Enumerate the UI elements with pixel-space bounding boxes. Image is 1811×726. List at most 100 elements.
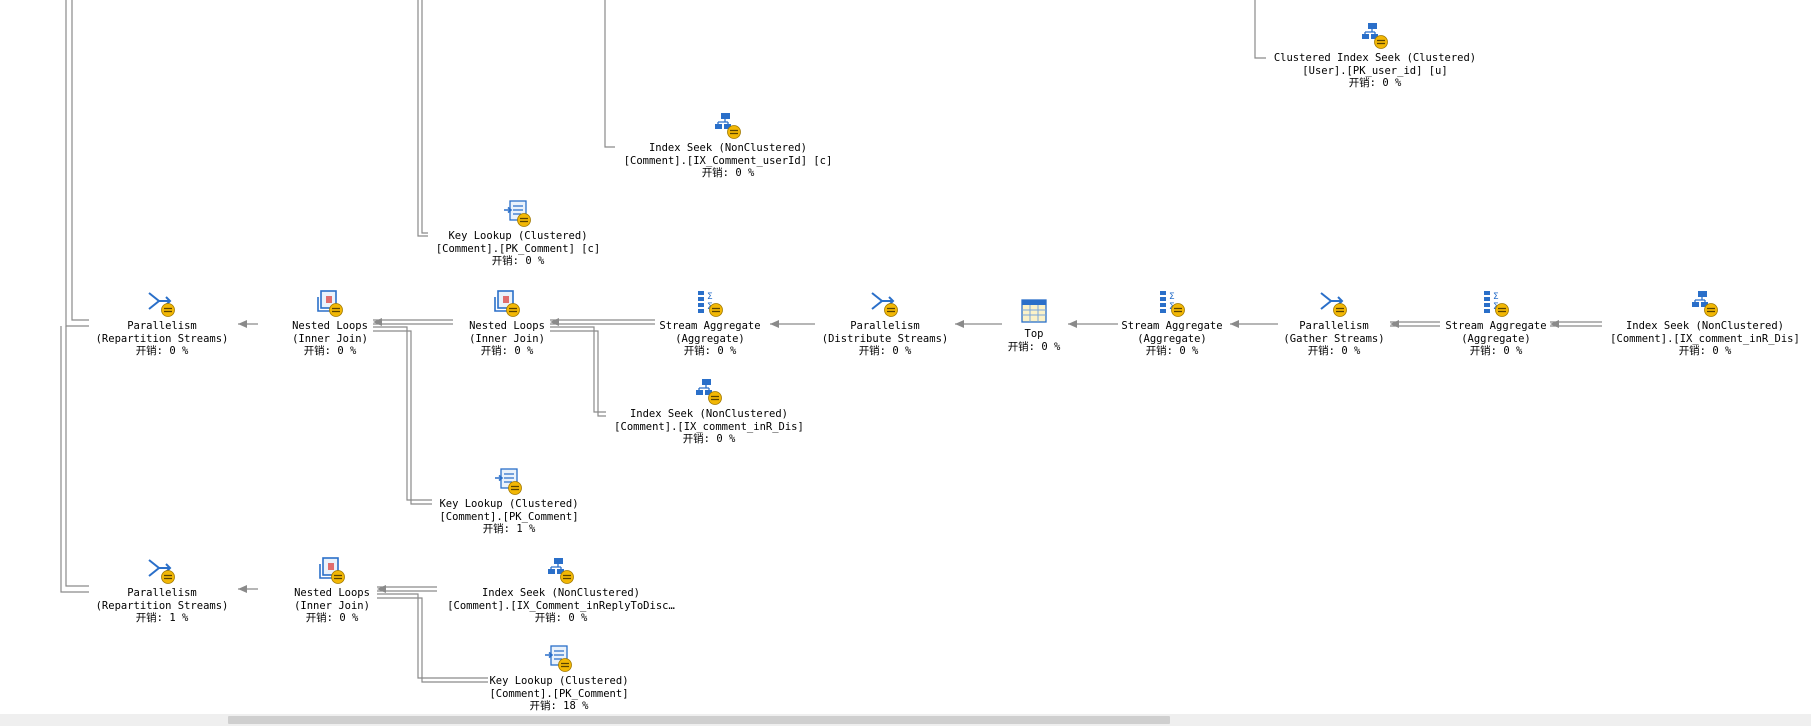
plan-node-par-repart-1[interactable]: Parallelism(Repartition Streams)开销: 0 % bbox=[32, 288, 292, 358]
parallelism-icon bbox=[147, 288, 177, 318]
node-operator-name: Nested Loops bbox=[469, 320, 545, 332]
plan-node-par-repart-2[interactable]: Parallelism(Repartition Streams)开销: 1 % bbox=[32, 555, 292, 625]
node-operator-detail: (Distribute Streams) bbox=[821, 332, 949, 345]
node-operator-detail: (Aggregate) bbox=[1461, 332, 1531, 345]
index-seek-icon bbox=[694, 376, 724, 406]
cost-label: 开销: bbox=[480, 345, 509, 357]
node-operator-detail: (Repartition Streams) bbox=[95, 599, 229, 612]
stream-aggregate-icon: ΣΣ bbox=[1481, 288, 1511, 318]
cost-label: 开销: bbox=[1007, 340, 1036, 353]
node-cost: 开销: 0 % bbox=[580, 345, 840, 358]
cost-label: 开销: bbox=[135, 612, 164, 624]
key-lookup-icon bbox=[503, 198, 533, 228]
node-cost: 开销: 0 % bbox=[1204, 345, 1464, 358]
cost-value: 0 % bbox=[514, 345, 534, 357]
node-operator-detail: (Inner Join) bbox=[292, 332, 368, 345]
node-operator-name: Stream Aggregate bbox=[1121, 320, 1223, 332]
cost-value: 0 % bbox=[735, 167, 755, 179]
cost-label: 开销: bbox=[305, 612, 334, 624]
node-operator-detail: [Comment].[PK_Comment] [c] bbox=[435, 242, 601, 255]
node-cost: 开销: 18 % bbox=[429, 700, 689, 713]
plan-node-keylookup-bottom[interactable]: Key Lookup (Clustered)[Comment].[PK_Comm… bbox=[429, 643, 689, 713]
plan-node-seek-comment-userid[interactable]: Index Seek (NonClustered)[Comment].[IX_C… bbox=[598, 110, 858, 180]
plan-node-ci-seek-user[interactable]: Clustered Index Seek (Clustered)[User].[… bbox=[1245, 20, 1505, 90]
cost-value: 0 % bbox=[339, 612, 359, 624]
plan-node-keylookup-c[interactable]: Key Lookup (Clustered)[Comment].[PK_Comm… bbox=[388, 198, 648, 268]
node-operator-name: Clustered Index Seek (Clustered) bbox=[1273, 52, 1477, 64]
node-operator-detail: [Comment].[PK_Comment] bbox=[489, 687, 629, 700]
cost-value: 0 % bbox=[717, 345, 737, 357]
parallelism-icon bbox=[870, 288, 900, 318]
plan-node-stream-agg-3[interactable]: ΣΣ Stream Aggregate(Aggregate)开销: 0 % bbox=[1366, 288, 1626, 358]
node-operator-name: Index Seek (NonClustered) bbox=[629, 408, 789, 420]
node-cost: 开销: 0 % bbox=[388, 255, 648, 268]
node-operator-detail: (Repartition Streams) bbox=[95, 332, 229, 345]
plan-node-nl-3[interactable]: Nested Loops(Inner Join)开销: 0 % bbox=[202, 555, 462, 625]
scrollbar-thumb[interactable] bbox=[228, 716, 1170, 724]
cost-label: 开销: bbox=[683, 345, 712, 357]
cost-label: 开销: bbox=[1469, 345, 1498, 357]
cost-value: 0 % bbox=[169, 345, 189, 357]
plan-node-nl-2[interactable]: Nested Loops(Inner Join)开销: 0 % bbox=[377, 288, 637, 358]
cost-value: 0 % bbox=[1341, 345, 1361, 357]
parallelism-icon bbox=[1319, 288, 1349, 318]
cost-label: 开销: bbox=[529, 700, 557, 712]
cost-value: 0 % bbox=[525, 255, 545, 267]
node-operator-detail: (Aggregate) bbox=[675, 332, 745, 345]
cost-label: 开销: bbox=[303, 345, 332, 357]
node-cost: 开销: 0 % bbox=[202, 612, 462, 625]
node-operator-name: Stream Aggregate bbox=[1445, 320, 1547, 332]
plan-node-seek-inr-dis-mid[interactable]: Index Seek (NonClustered)[Comment].[IX_c… bbox=[579, 376, 839, 446]
node-operator-detail: [Comment].[IX_Comment_inReplyToDisc… bbox=[447, 599, 675, 612]
plan-node-seek-inreply[interactable]: Index Seek (NonClustered)[Comment].[IX_C… bbox=[431, 555, 691, 625]
node-operator-detail: [Comment].[IX_Comment_userId] [c] bbox=[623, 154, 833, 167]
node-operator-name: Parallelism bbox=[127, 587, 197, 599]
cost-label: 开销: bbox=[1307, 345, 1336, 357]
node-operator-name: Key Lookup (Clustered) bbox=[439, 498, 579, 510]
node-operator-detail: (Aggregate) bbox=[1137, 332, 1207, 345]
index-seek-icon bbox=[1360, 20, 1390, 50]
node-cost: 开销: 0 % bbox=[1042, 345, 1302, 358]
node-cost: 开销: 1 % bbox=[379, 523, 639, 536]
cost-value: 18 % bbox=[563, 700, 589, 712]
plan-node-nl-1[interactable]: Nested Loops(Inner Join)开销: 0 % bbox=[200, 288, 460, 358]
node-operator-name: Index Seek (NonClustered) bbox=[648, 142, 808, 154]
node-cost: 开销: 0 % bbox=[755, 345, 1015, 358]
plan-node-stream-agg-2[interactable]: ΣΣ Stream Aggregate(Aggregate)开销: 0 % bbox=[1042, 288, 1302, 358]
node-operator-detail: (Inner Join) bbox=[294, 599, 370, 612]
node-operator-name: Index Seek (NonClustered) bbox=[481, 587, 641, 599]
node-cost: 开销: 0 % bbox=[32, 345, 292, 358]
plan-node-keylookup-mid[interactable]: Key Lookup (Clustered)[Comment].[PK_Comm… bbox=[379, 466, 639, 536]
key-lookup-icon bbox=[494, 466, 524, 496]
horizontal-scrollbar[interactable] bbox=[0, 714, 1811, 726]
cost-value: 0 % bbox=[716, 433, 736, 445]
plan-node-seek-inr-dis-right[interactable]: Index Seek (NonClustered)[Comment].[IX_c… bbox=[1575, 288, 1811, 358]
node-operator-name: Nested Loops bbox=[294, 587, 370, 599]
cost-value: 0 % bbox=[1712, 345, 1732, 357]
stream-aggregate-icon: ΣΣ bbox=[1157, 288, 1187, 318]
index-seek-icon bbox=[546, 555, 576, 585]
svg-text:Σ: Σ bbox=[1493, 292, 1499, 302]
cost-label: 开销: bbox=[682, 433, 711, 445]
cost-value: 0 % bbox=[1382, 77, 1402, 89]
cost-label: 开销: bbox=[701, 167, 730, 179]
node-cost: 开销: 1 % bbox=[32, 612, 292, 625]
plan-node-stream-agg-1[interactable]: ΣΣStream Aggregate(Aggregate)开销: 0 % bbox=[580, 288, 840, 358]
cost-label: 开销: bbox=[491, 255, 520, 267]
plan-node-par-distribute[interactable]: Parallelism(Distribute Streams)开销: 0 % bbox=[755, 288, 1015, 358]
svg-text:Σ: Σ bbox=[707, 292, 713, 302]
cost-label: 开销: bbox=[135, 345, 164, 357]
node-operator-name: Top bbox=[1024, 328, 1044, 340]
node-cost: 开销: 0 % bbox=[431, 612, 691, 625]
nested-loops-icon bbox=[315, 288, 345, 318]
cost-value: 0 % bbox=[892, 345, 912, 357]
index-seek-icon bbox=[713, 110, 743, 140]
top-icon bbox=[1019, 296, 1049, 326]
cost-label: 开销: bbox=[1348, 77, 1377, 89]
node-operator-detail: [User].[PK_user_id] [u] bbox=[1302, 64, 1448, 77]
node-operator-name: Nested Loops bbox=[292, 320, 368, 332]
node-operator-name: Key Lookup (Clustered) bbox=[489, 675, 629, 687]
plan-node-par-gather[interactable]: Parallelism(Gather Streams)开销: 0 % bbox=[1204, 288, 1464, 358]
node-cost: 开销: 0 % bbox=[1366, 345, 1626, 358]
